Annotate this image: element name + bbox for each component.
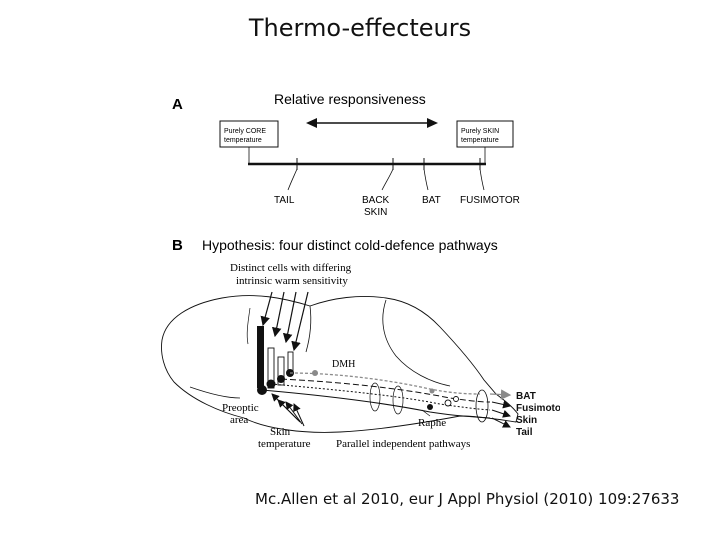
output-label-fusimotor: Fusimotor: [516, 403, 560, 414]
input-arrow-2: [271, 291, 285, 338]
skin-temperature-box: [456, 120, 514, 148]
skin-input-3: [285, 401, 303, 425]
raphe-node: [427, 404, 433, 410]
thermo-effector-diagram: A Relative responsiveness Purely CORE te…: [161, 91, 560, 450]
output-label-skin: Skin: [516, 415, 537, 426]
cell-bar-1: [257, 326, 264, 388]
skin-box-line2: temperature: [461, 137, 499, 144]
raphe-pointer: [421, 409, 431, 417]
tail-pointer: [287, 168, 298, 191]
core-box-line2: temperature: [224, 137, 262, 144]
brain-sulcus: [305, 305, 312, 353]
pathway-skin: [270, 383, 491, 411]
dmh-label: DMH: [332, 359, 355, 370]
output-arrow-tail: [491, 417, 511, 428]
input-arrow-1: [260, 291, 273, 327]
ventral-curve: [189, 386, 241, 399]
cells-label-line2: intrinsic warm sensitivity: [236, 275, 348, 287]
preoptic-label-line2: area: [230, 414, 248, 426]
label-tail: TAIL: [274, 195, 295, 206]
skin-temp-label-line1: Skin: [270, 426, 291, 438]
cells-label-line1: Distinct cells with differing: [230, 262, 352, 274]
skin-input-4: [293, 403, 305, 427]
output-arrow-skin: [491, 409, 511, 418]
panel-b-letter: B: [172, 237, 183, 254]
brain-fold: [246, 307, 251, 345]
cerebellum-curve: [382, 299, 451, 387]
parallel-pathways-label: Parallel independent pathways: [336, 438, 470, 450]
core-box-line1: Purely CORE: [224, 128, 266, 135]
raphe-node-open-1: [444, 399, 452, 407]
skin-box-line1: Purely SKIN: [461, 128, 499, 135]
figure: A Relative responsiveness Purely CORE te…: [160, 82, 560, 462]
raphe-node-open-2: [453, 396, 459, 402]
bat-relay-node: [429, 388, 435, 394]
section-ellipse-1: [369, 382, 381, 412]
bat-pointer: [423, 168, 429, 191]
label-fusimotor: FUSIMOTOR: [460, 195, 520, 206]
preoptic-label-line1: Preoptic: [222, 402, 259, 414]
pathway-fusimotor: [280, 378, 491, 403]
arrow-right-head: [427, 118, 438, 128]
citation-caption: Mc.Allen et al 2010, eur J Appl Physiol …: [255, 490, 680, 508]
arrow-left-head: [306, 118, 317, 128]
panel-b-heading: Hypothesis: four distinct cold-defence p…: [202, 237, 498, 253]
pathway-tail: [261, 389, 491, 419]
output-label-bat: BAT: [516, 391, 536, 402]
output-arrow-fusimotor: [491, 400, 511, 409]
back-pointer: [381, 168, 394, 191]
input-arrow-3: [282, 291, 297, 344]
skin-temp-label-line2: temperature: [258, 438, 311, 450]
label-skin: SKIN: [364, 207, 387, 218]
panel-a-heading: Relative responsiveness: [274, 91, 426, 107]
output-arrow-bat: [489, 389, 512, 400]
section-ellipse-3: [475, 389, 489, 423]
output-label-tail: Tail: [516, 427, 533, 438]
label-bat: BAT: [422, 195, 441, 206]
raphe-label: Raphe: [418, 417, 446, 429]
pathway-bat: [289, 372, 481, 395]
section-ellipse-2: [392, 385, 404, 415]
panel-a-letter: A: [172, 96, 183, 113]
fusimotor-pointer: [479, 168, 485, 191]
input-arrow-4: [291, 291, 309, 352]
skin-input-2: [277, 399, 301, 423]
slide-title: Thermo-effecteurs: [248, 14, 472, 42]
label-back: BACK: [362, 195, 390, 206]
